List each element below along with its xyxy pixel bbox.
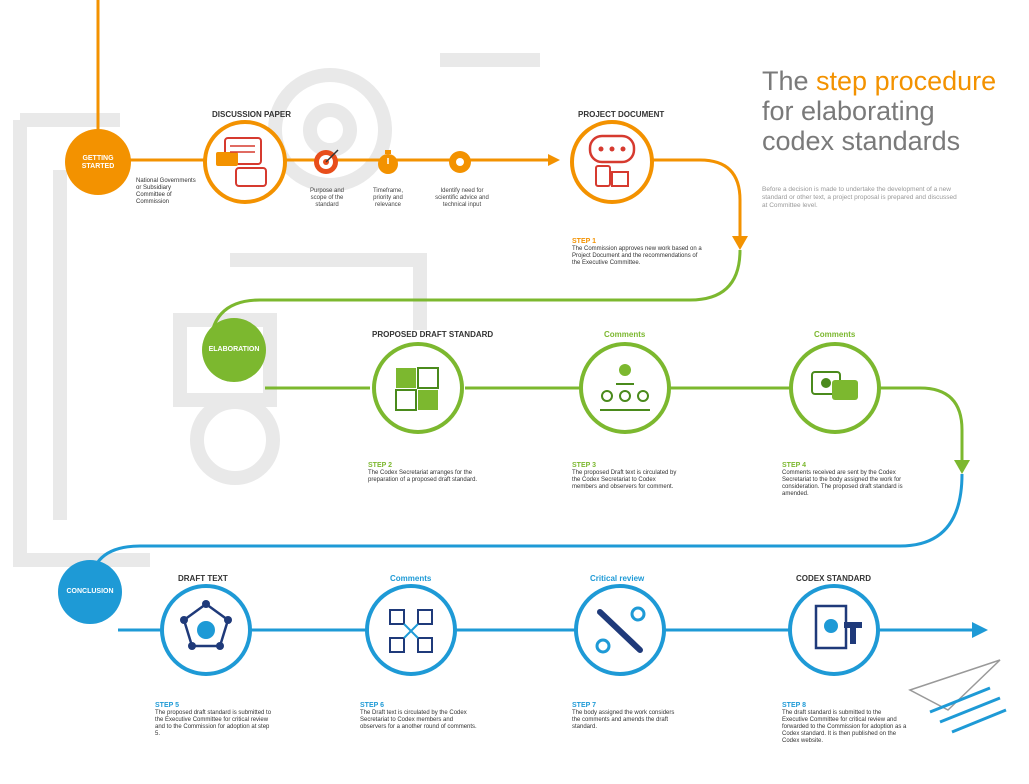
step-5-text: The proposed draft standard is submitted… [155, 710, 272, 737]
target-icon [314, 149, 339, 174]
gear-icon [449, 151, 471, 173]
node-critical-review [574, 584, 666, 676]
node-comments-6 [365, 584, 457, 676]
orange-flow-path [96, 0, 742, 240]
note-purpose: Purpose and scope of the standard [309, 188, 345, 208]
step-7-text: The body assigned the work considers the… [572, 710, 675, 730]
step-5-title: STEP 5 [155, 702, 179, 709]
step-8-text: The draft standard is submitted to the E… [782, 710, 907, 744]
step-1: STEP 1 The Commission approves new work … [572, 238, 702, 267]
label-comments-3: Comments [604, 330, 646, 339]
step-3-text: The proposed Draft text is circulated by… [572, 470, 677, 490]
blue-flow-path [88, 473, 975, 632]
phase-conclusion-circle [58, 560, 122, 624]
step-4-title: STEP 4 [782, 462, 806, 469]
step-4-text: Comments received are sent by the Codex … [782, 470, 903, 497]
step-6-title: STEP 6 [360, 702, 384, 709]
label-codex-standard: CODEX STANDARD [796, 574, 871, 583]
label-project-document: PROJECT DOCUMENT [578, 110, 665, 119]
step-2-text: The Codex Secretariat arranges for the p… [368, 470, 478, 483]
step-4: STEP 4 Comments received are sent by the… [782, 462, 907, 498]
label-draft-text: DRAFT TEXT [178, 574, 228, 583]
step-2: STEP 2 The Codex Secretariat arranges fo… [368, 462, 478, 484]
green-down-arrow [954, 460, 970, 474]
title-line-1: The step procedure [762, 66, 997, 96]
stopwatch-icon [378, 150, 398, 174]
step-1-title: STEP 1 [572, 238, 596, 245]
phase-getting-started-circle [65, 129, 131, 195]
note-origin: National Governments or Subsidiary Commi… [136, 178, 196, 205]
step-7: STEP 7 The body assigned the work consid… [572, 702, 677, 731]
step-5: STEP 5 The proposed draft standard is su… [155, 702, 273, 738]
step-1-text: The Commission approves new work based o… [572, 246, 702, 266]
label-proposed-draft-standard: PROPOSED DRAFT STANDARD [372, 330, 494, 339]
phase-elaboration-label: ELABORATION [208, 346, 260, 353]
orange-arrow-head [548, 154, 560, 166]
phase-getting-started-label: GETTING STARTED [81, 155, 115, 170]
phase-conclusion-label: CONCLUSION [66, 588, 114, 595]
step-2-title: STEP 2 [368, 462, 392, 469]
label-discussion-paper: DISCUSSION PAPER [212, 110, 291, 119]
note-identify: Identify need for scientific advice and … [435, 188, 489, 208]
step-6-text: The Draft text is circulated by the Code… [360, 710, 477, 730]
step-8-title: STEP 8 [782, 702, 806, 709]
intro-text: Before a decision is made to undertake t… [762, 186, 957, 209]
node-comments-3 [579, 342, 671, 434]
paper-plane-icon [908, 659, 1007, 734]
node-proposed-draft-standard [372, 342, 464, 434]
label-comments-4: Comments [814, 330, 856, 339]
background-watermark [13, 53, 540, 567]
orange-down-arrow [732, 236, 748, 250]
title-accent: step procedure [816, 66, 997, 96]
node-discussion-paper [203, 120, 287, 204]
node-project-document [570, 120, 654, 204]
title-block: The step procedure for elaborating codex… [762, 66, 1012, 156]
note-timeframe: Timeframe, priority and relevance [372, 188, 404, 208]
node-comments-4 [789, 342, 881, 434]
node-codex-standard [788, 584, 880, 676]
label-comments-6: Comments [390, 574, 432, 583]
phase-elaboration-circle [202, 318, 266, 382]
label-critical-review: Critical review [590, 574, 645, 583]
step-3: STEP 3 The proposed Draft text is circul… [572, 462, 682, 491]
title-line-3: codex standards [762, 126, 961, 156]
blue-end-arrow [972, 622, 988, 638]
step-6: STEP 6 The Draft text is circulated by t… [360, 702, 480, 731]
step-7-title: STEP 7 [572, 702, 596, 709]
green-flow-path [208, 249, 964, 462]
title-line-2: for elaborating [762, 96, 935, 126]
node-draft-text [160, 584, 252, 676]
step-8: STEP 8 The draft standard is submitted t… [782, 702, 907, 745]
step-3-title: STEP 3 [572, 462, 596, 469]
